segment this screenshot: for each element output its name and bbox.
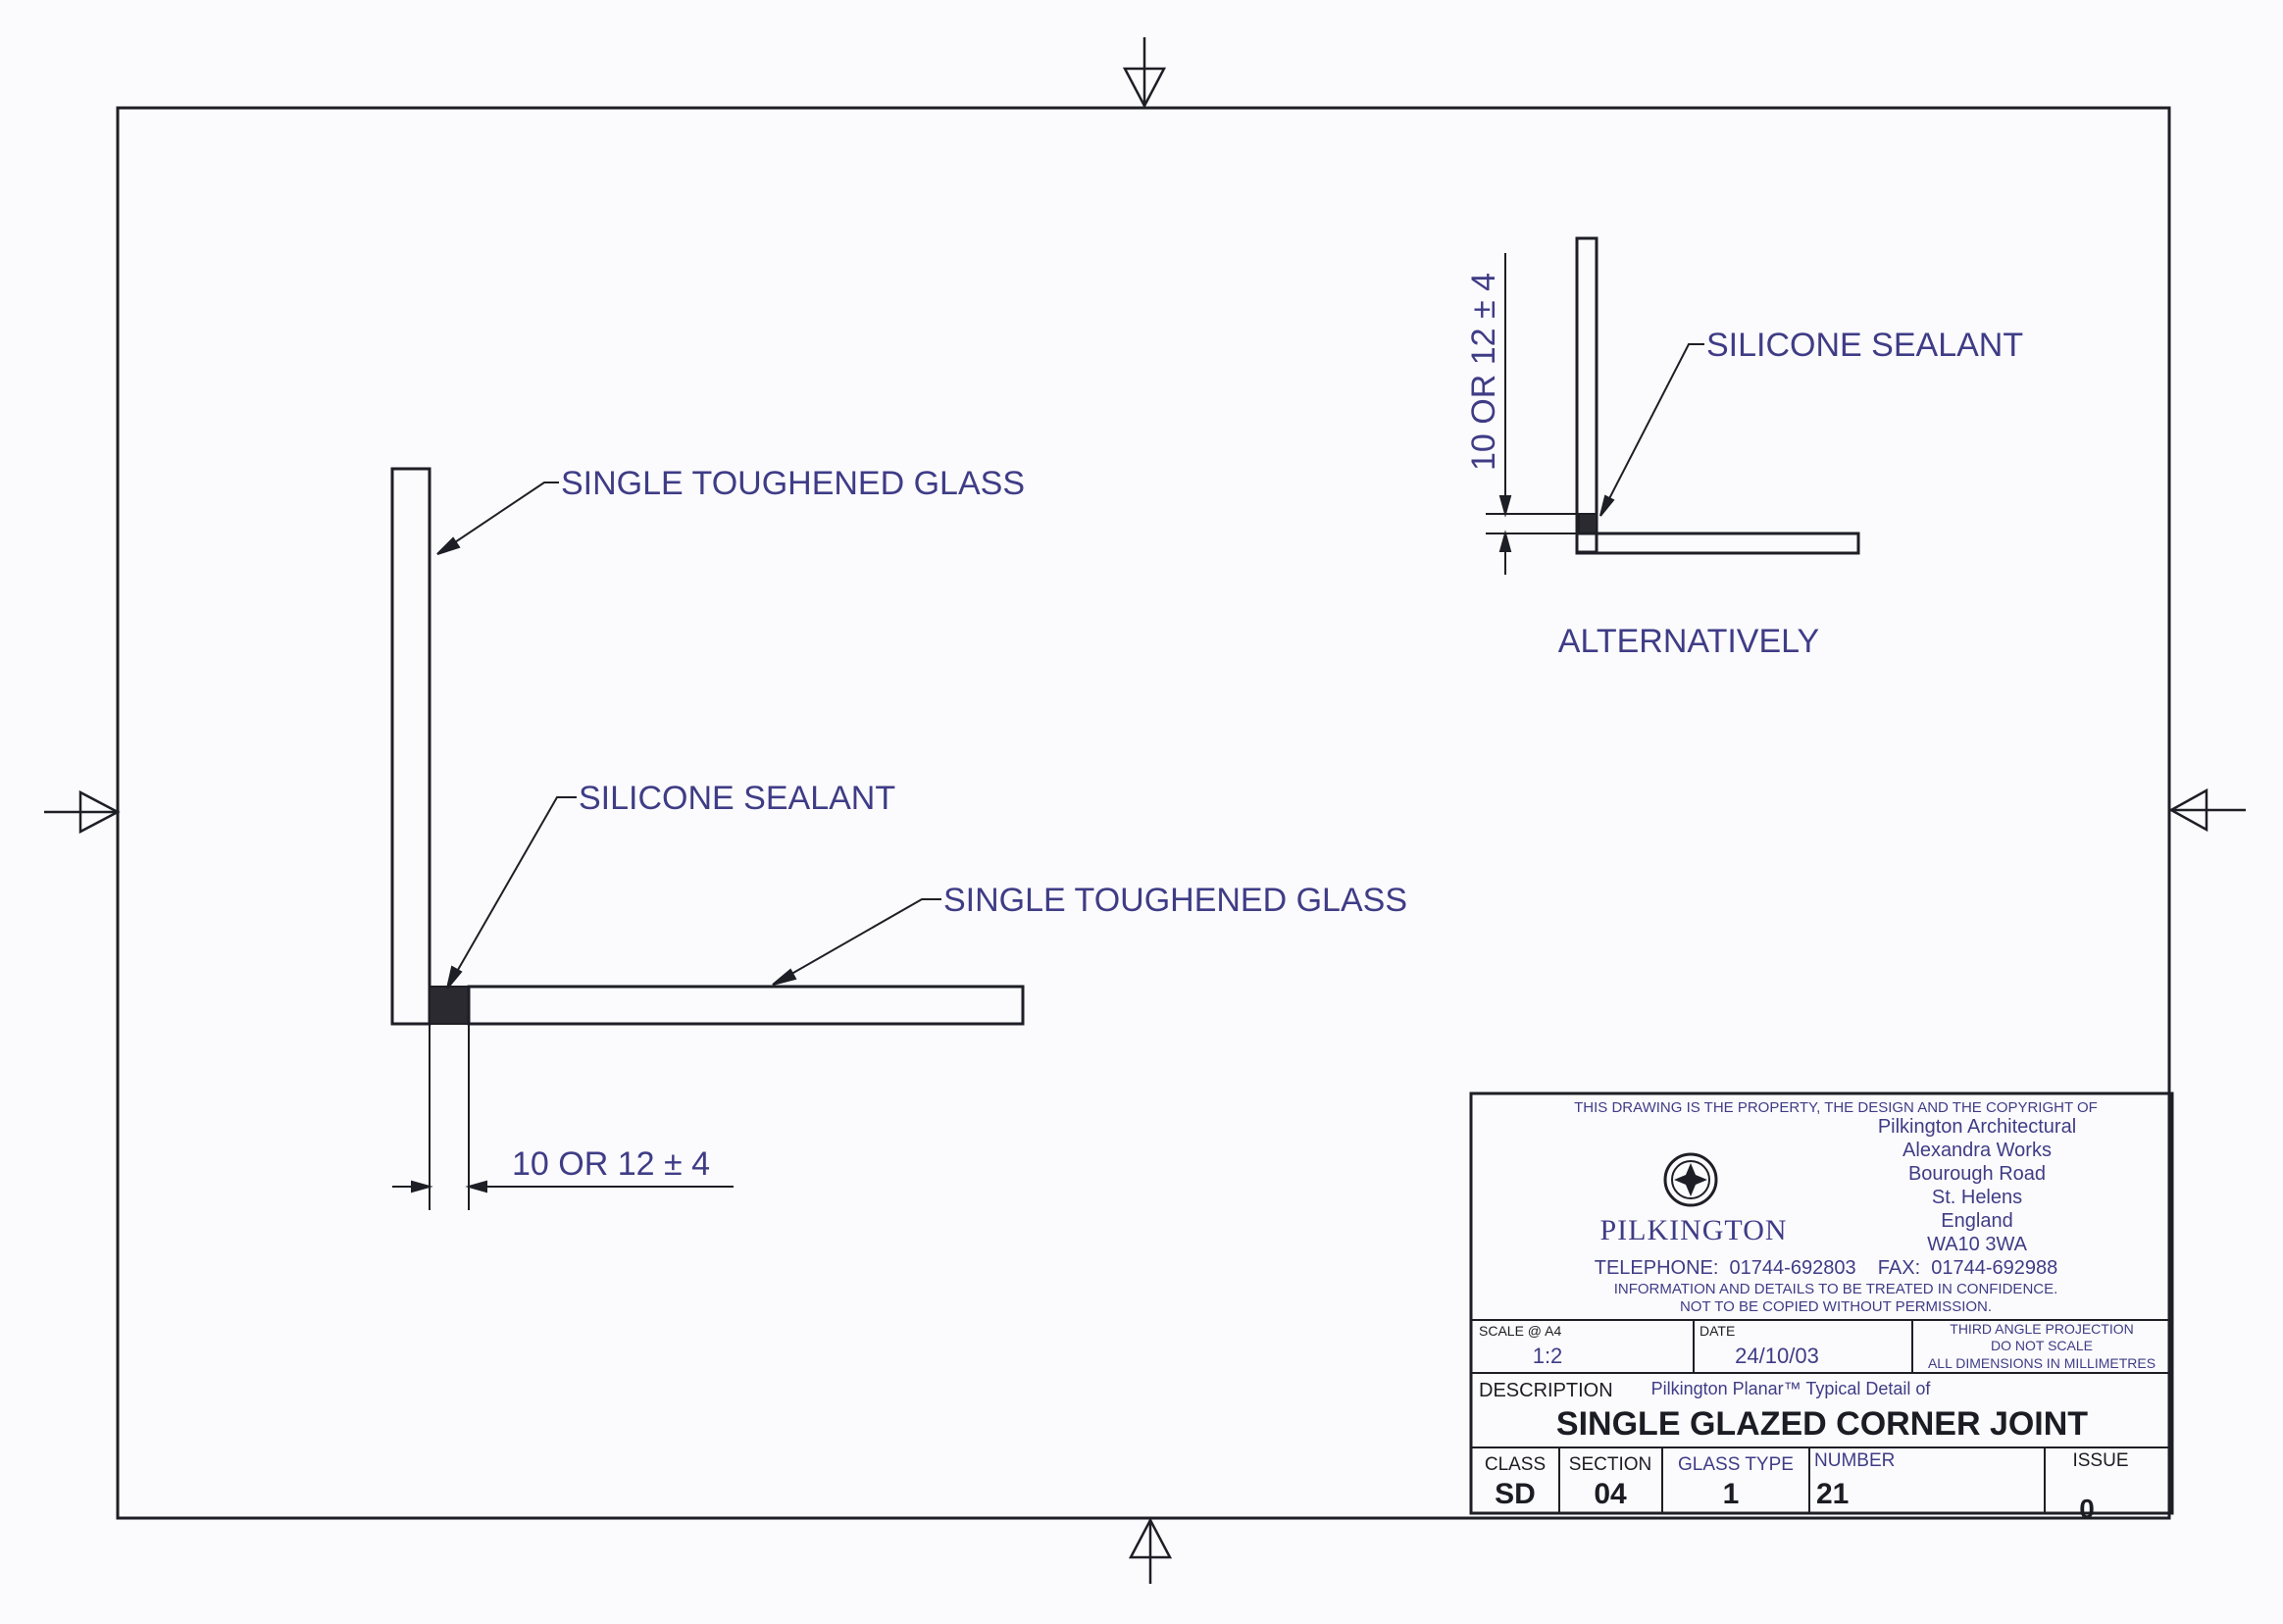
description-sub: Pilkington Planar™ Typical Detail of <box>1651 1379 1932 1398</box>
label-glass-horizontal: SINGLE TOUGHENED GLASS <box>943 882 1407 919</box>
leader-glass-horizontal <box>772 898 941 986</box>
leader-glass-vertical <box>436 482 559 555</box>
dimension-main <box>392 1024 734 1210</box>
address-line: Alexandra Works <box>1902 1140 2052 1161</box>
leader-sealant-main <box>446 796 577 990</box>
label-sealant-alt: SILICONE SEALANT <box>1706 327 2023 364</box>
confidential-line-1: INFORMATION AND DETAILS TO BE TREATED IN… <box>1614 1281 2058 1297</box>
alt-sealant-joint <box>1578 513 1598 534</box>
description-title: SINGLE GLAZED CORNER JOINT <box>1556 1405 2088 1443</box>
date-label: DATE <box>1700 1323 1735 1339</box>
company-name: PILKINGTON <box>1599 1214 1787 1246</box>
date-value: 24/10/03 <box>1735 1344 1819 1368</box>
pilkington-logo-icon <box>1663 1152 1718 1207</box>
alt-vertical-glass-pane <box>1575 236 1598 554</box>
class-label: CLASS <box>1485 1454 1546 1475</box>
class-value: SD <box>1495 1478 1536 1510</box>
confidential-line-2: NOT TO BE COPIED WITHOUT PERMISSION. <box>1680 1298 1992 1315</box>
address-line: Pilkington Architectural <box>1878 1116 2076 1138</box>
address-line: St. Helens <box>1932 1187 2022 1208</box>
title-block <box>1469 1091 2174 1515</box>
dimension-main-label: 10 OR 12 ± 4 <box>512 1145 710 1183</box>
address-line: England <box>1941 1210 2012 1232</box>
vertical-glass-pane <box>390 467 431 1026</box>
company-address: Pilkington Architectural Alexandra Works… <box>1878 1116 2076 1255</box>
projection-note-3: ALL DIMENSIONS IN MILLIMETRES <box>1928 1355 2156 1371</box>
issue-label: ISSUE <box>2072 1450 2128 1471</box>
centring-mark-left <box>44 789 121 835</box>
description-label: DESCRIPTION <box>1479 1380 1613 1401</box>
property-notice: THIS DRAWING IS THE PROPERTY, THE DESIGN… <box>1574 1099 2098 1116</box>
dimension-alt-label: 10 OR 12 ± 4 <box>1465 273 1502 471</box>
glass-type-label: GLASS TYPE <box>1678 1454 1794 1475</box>
section-value: 04 <box>1594 1478 1627 1510</box>
centring-mark-right <box>2168 787 2246 833</box>
issue-value: 0 <box>2079 1494 2095 1524</box>
projection-note-2: DO NOT SCALE <box>1991 1338 2093 1353</box>
alt-horizontal-glass-pane <box>1575 532 1860 555</box>
number-value: 21 <box>1816 1478 1849 1510</box>
leader-sealant-alt <box>1599 343 1704 517</box>
scale-value: 1:2 <box>1533 1344 1563 1368</box>
section-label: SECTION <box>1569 1454 1651 1475</box>
centring-mark-bottom <box>1128 1517 1173 1584</box>
address-line: WA10 3WA <box>1927 1234 2028 1255</box>
projection-note-1: THIRD ANGLE PROJECTION <box>1950 1321 2133 1337</box>
label-alternatively: ALTERNATIVELY <box>1558 623 1819 660</box>
label-sealant-main: SILICONE SEALANT <box>579 780 895 817</box>
number-label: NUMBER <box>1814 1450 1895 1471</box>
title-block-frame <box>1469 1091 2174 1515</box>
scale-label: SCALE @ A4 <box>1479 1323 1561 1339</box>
horizontal-glass-pane <box>467 985 1025 1026</box>
label-glass-vertical: SINGLE TOUGHENED GLASS <box>561 465 1025 502</box>
sealant-joint <box>429 986 470 1025</box>
address-line: Bourough Road <box>1908 1163 2046 1185</box>
dimension-alt <box>1486 253 1577 575</box>
contact-line: TELEPHONE: 01744-692803 FAX: 01744-69298… <box>1595 1257 2058 1279</box>
centring-mark-top <box>1122 37 1167 109</box>
glass-type-value: 1 <box>1723 1478 1740 1510</box>
